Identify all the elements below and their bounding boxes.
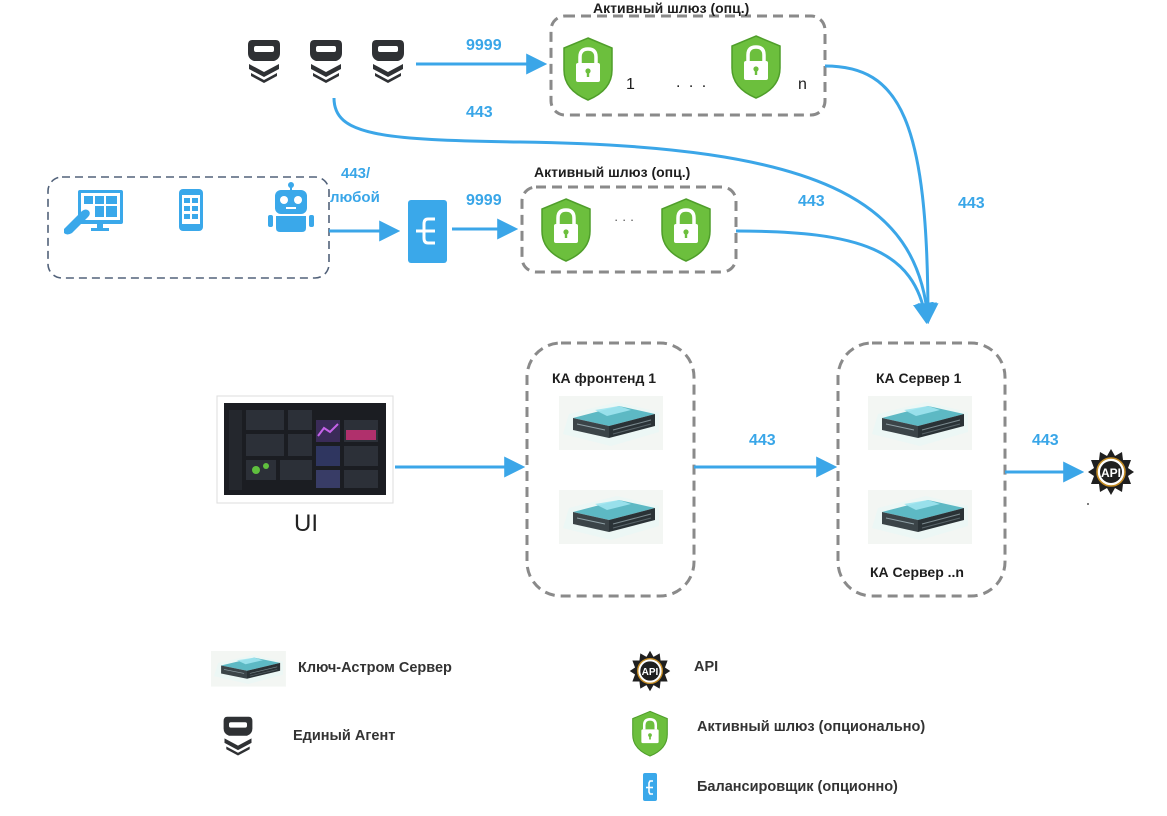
legend-gateway-icon: [631, 710, 669, 758]
arrow-gateway-top-out: [824, 64, 939, 325]
frontend-title: КА фронтенд 1: [552, 370, 657, 386]
gateway-shield-icon: [730, 34, 782, 100]
api-gear-label: API: [1101, 466, 1121, 480]
gateway-mid-ellipsis: · · ·: [614, 212, 635, 227]
port-label: 9999: [466, 192, 502, 209]
port-label: 443: [1032, 432, 1059, 449]
port-label: 443: [798, 193, 825, 210]
gateway-shield-icon: [540, 197, 592, 263]
legend-agent-label: Единый Агент: [293, 728, 396, 744]
agent-icon: [248, 40, 280, 83]
ui-dashboard-thumbnail: [216, 395, 394, 504]
gateway-last-index: n: [798, 76, 807, 93]
server-title: КА Сервер 1: [876, 370, 962, 386]
port-label: 443: [958, 195, 985, 212]
legend-api-label: API: [694, 659, 719, 675]
arrow-gateway-mid-out: [735, 229, 934, 325]
client-group: [47, 176, 330, 279]
agent-icon: [372, 40, 404, 83]
legend-server-icon: [210, 650, 287, 688]
server-icon: [558, 395, 664, 451]
server-group: [836, 341, 1007, 598]
port-label: 443: [749, 432, 776, 449]
port-label: 443/: [341, 165, 371, 182]
gateway-shield-icon: [562, 36, 614, 102]
port-label: 9999: [466, 37, 502, 54]
arrow-agents-direct: [332, 97, 938, 325]
legend-agent-icon: [223, 716, 253, 756]
robot-icon: [268, 182, 314, 232]
legend-api-icon-label: API: [642, 667, 659, 678]
port-label: 443: [466, 104, 493, 121]
gateway-first-index: 1: [626, 76, 635, 93]
gateway-group-top: [549, 14, 827, 117]
gateway-shield-icon: [660, 197, 712, 263]
ui-label: UI: [294, 510, 318, 537]
gateway-ellipsis: . . .: [676, 74, 709, 91]
agent-icon: [310, 40, 342, 83]
mobile-phone-icon: [179, 189, 203, 231]
port-label: любой: [330, 189, 380, 206]
balancer-icon: [408, 200, 447, 263]
gateway-top-title: Активный шлюз (опц.): [593, 0, 750, 16]
legend-gateway-label: Активный шлюз (опционально): [697, 719, 926, 735]
server-bottom-title: КА Сервер ..n: [870, 564, 964, 580]
legend-balancer-icon: [643, 773, 657, 801]
legend-balancer-label: Балансировщик (опционно): [697, 779, 898, 795]
server-icon: [867, 489, 973, 545]
touchscreen-icon: [64, 190, 123, 235]
gateway-mid-title: Активный шлюз (опц.): [534, 164, 691, 180]
server-icon: [558, 489, 664, 545]
server-icon: [867, 395, 973, 451]
frontend-group: [525, 341, 696, 598]
legend-server-label: Ключ-Астром Сервер: [298, 660, 452, 676]
